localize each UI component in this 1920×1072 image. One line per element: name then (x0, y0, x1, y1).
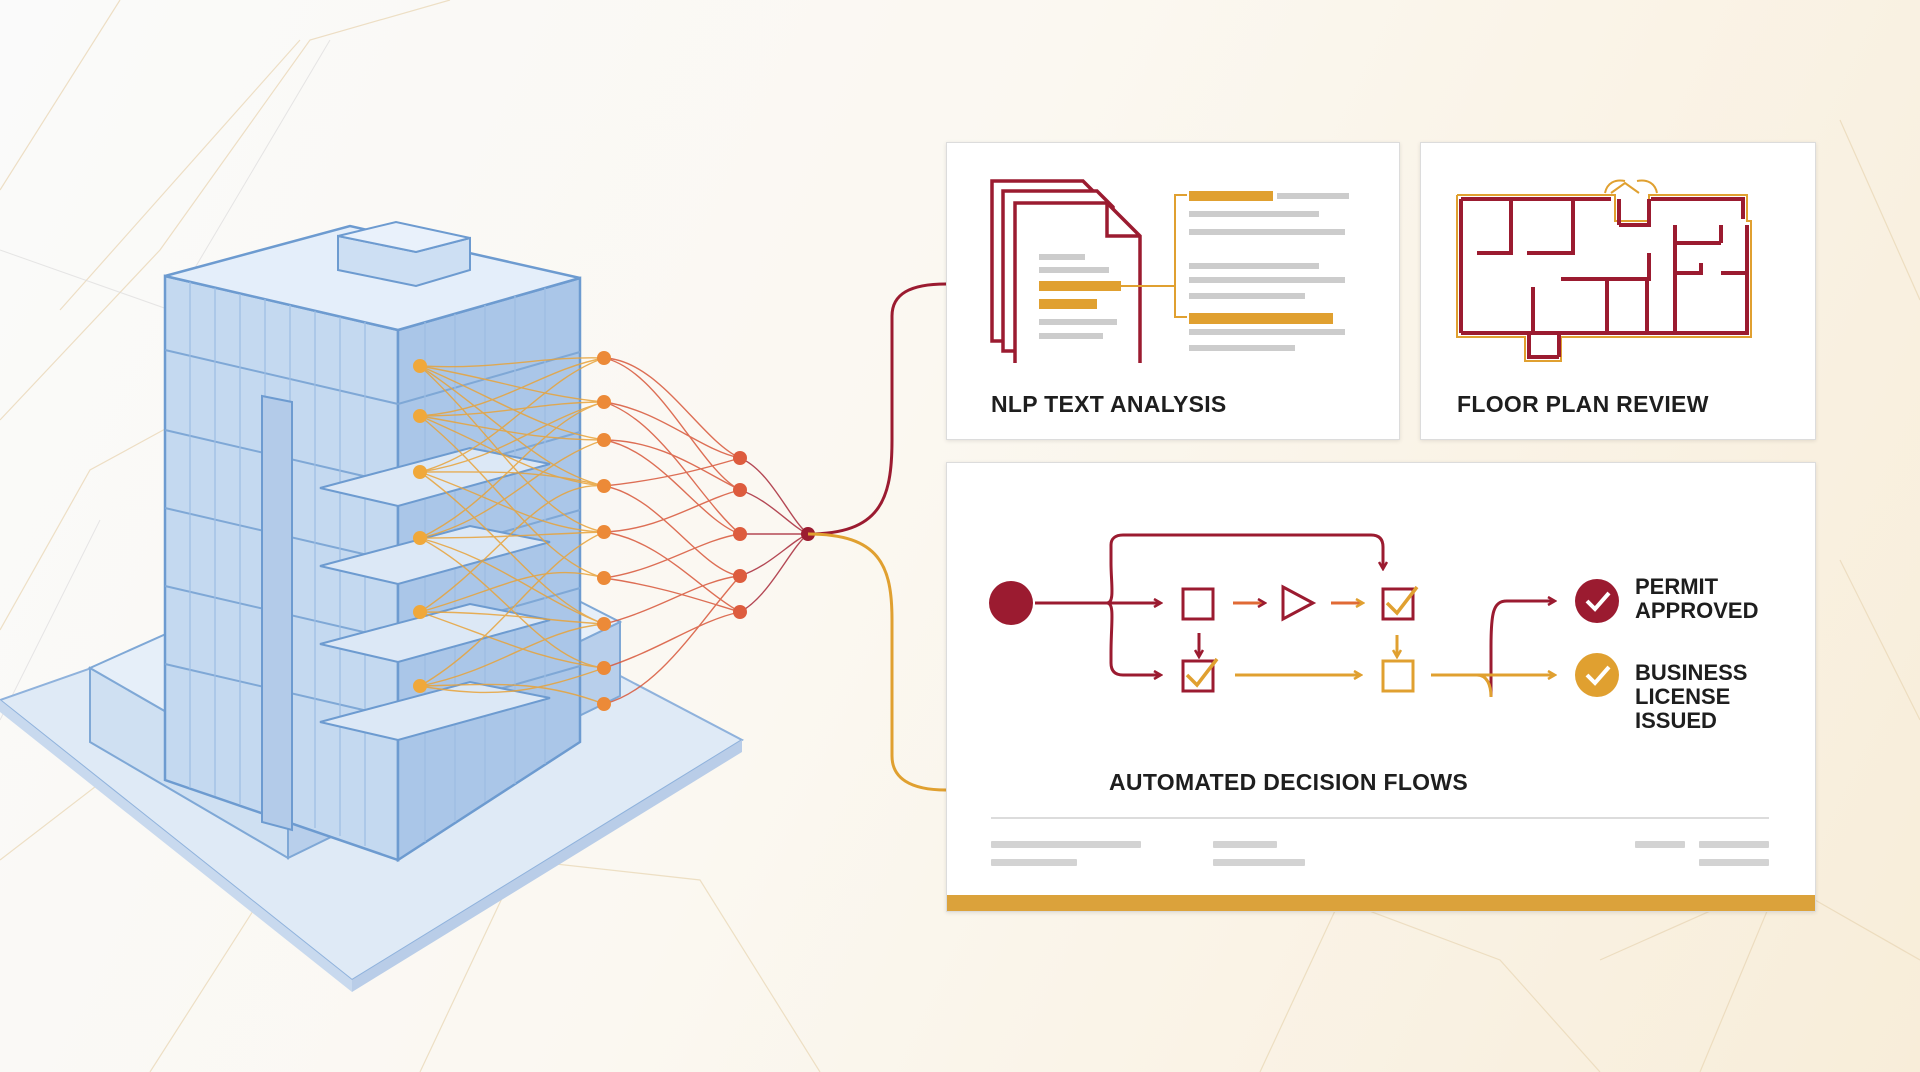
check-circle-icon (1575, 579, 1619, 623)
placeholder-line (991, 841, 1141, 848)
floorplan-card: FLOOR PLAN REVIEW (1420, 142, 1816, 440)
connector-to-nlp (807, 282, 947, 536)
nlp-card-title: NLP TEXT ANALYSIS (991, 391, 1227, 417)
play-shape (1281, 584, 1317, 622)
placeholder-line (1699, 841, 1769, 848)
document-stack-icon (990, 179, 1349, 363)
neural-network-icon (419, 357, 809, 705)
check-circle-icon (1575, 653, 1619, 697)
placeholder-line (1699, 859, 1769, 866)
floor-plan-icon (1456, 179, 1752, 362)
task-box (1181, 587, 1215, 621)
decision-card: PERMIT APPROVED BUSINESS LICENSE ISSUED … (946, 462, 1816, 912)
task-box (1381, 659, 1415, 693)
decision-flow-diagram (989, 533, 1619, 698)
outcome-permit-label: PERMIT APPROVED (1635, 574, 1759, 623)
network-nodes (413, 351, 815, 711)
divider (991, 817, 1769, 819)
glass-building-icon (87, 220, 623, 863)
nlp-card: NLP TEXT ANALYSIS (946, 142, 1400, 440)
card-footer-strip (947, 895, 1815, 911)
start-node (989, 581, 1033, 625)
placeholder-line (1635, 841, 1685, 848)
outcome-license-label: BUSINESS LICENSE ISSUED (1635, 660, 1748, 733)
connector-to-decision (807, 532, 947, 792)
placeholder-line (1213, 859, 1305, 866)
placeholder-line (991, 859, 1077, 866)
placeholder-line (1213, 841, 1277, 848)
decision-card-title: AUTOMATED DECISION FLOWS (1109, 769, 1469, 795)
floorplan-card-title: FLOOR PLAN REVIEW (1457, 391, 1709, 417)
